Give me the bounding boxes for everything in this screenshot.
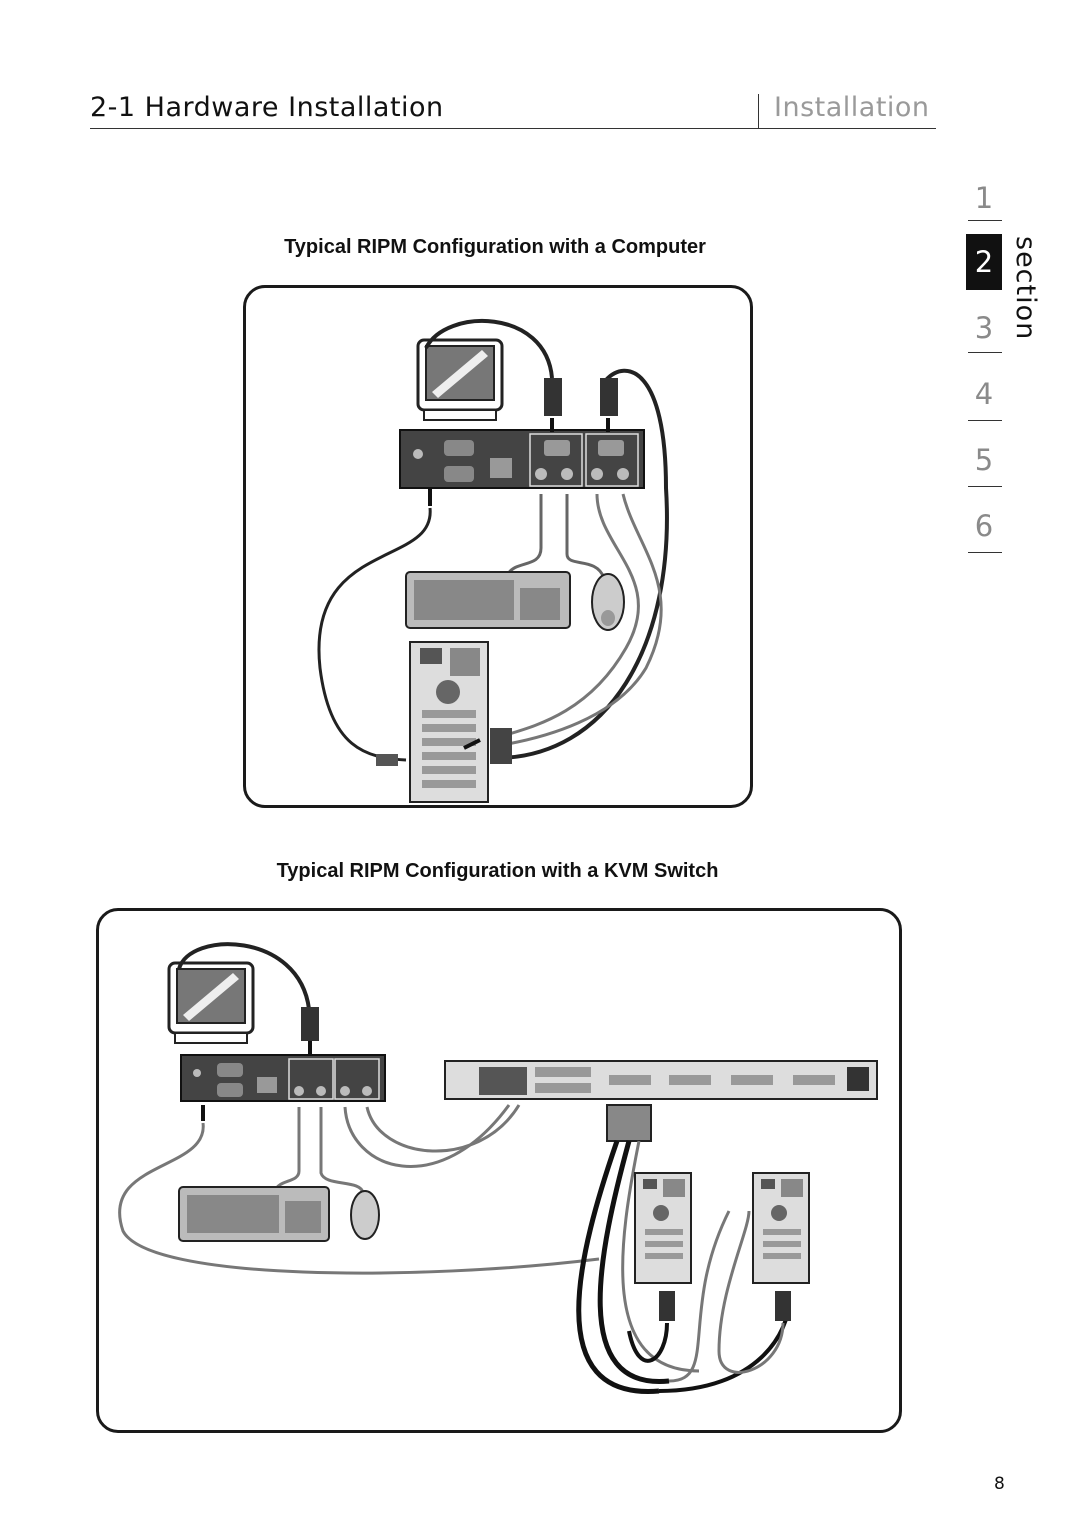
nav-divider <box>968 486 1002 487</box>
nav-divider <box>968 352 1002 353</box>
ripm-device-icon <box>399 429 645 489</box>
ripm-device-icon <box>180 1054 386 1102</box>
mouse-icon <box>591 573 625 631</box>
monitor-icon <box>167 961 255 1044</box>
figure-1-caption: Typical RIPM Configuration with a Comput… <box>284 236 706 258</box>
chapter-label: Installation <box>774 92 930 123</box>
figure-2-illustration <box>118 942 878 1394</box>
figure-1-diagram <box>243 285 753 808</box>
figure-2-caption: Typical RIPM Configuration with a KVM Sw… <box>276 860 719 882</box>
page-title: 2-1 Hardware Installation <box>90 92 444 123</box>
page-number: 8 <box>994 1474 1005 1494</box>
nav-divider <box>968 420 1002 421</box>
section-label: section <box>1010 236 1041 341</box>
kvm-switch-icon <box>444 1060 878 1100</box>
computer-tower-icon <box>752 1172 810 1284</box>
mouse-icon <box>350 1190 380 1240</box>
figure-1-illustration <box>317 319 669 803</box>
header-divider <box>758 94 759 128</box>
nav-divider <box>968 552 1002 553</box>
section-nav-item-6[interactable]: 6 <box>974 509 994 543</box>
section-nav-item-2[interactable]: 2 <box>966 234 1002 290</box>
computer-tower-icon <box>634 1172 692 1284</box>
nav-divider <box>968 220 1002 221</box>
figure-2-diagram <box>96 908 902 1433</box>
section-nav-item-4[interactable]: 4 <box>974 377 994 411</box>
section-nav-item-3[interactable]: 3 <box>974 311 994 345</box>
monitor-icon <box>416 338 504 421</box>
header-rule <box>90 128 936 129</box>
keyboard-icon <box>178 1186 330 1242</box>
computer-tower-icon <box>409 641 489 803</box>
keyboard-icon <box>405 571 571 629</box>
section-nav-item-1[interactable]: 1 <box>974 181 994 215</box>
section-nav-item-5[interactable]: 5 <box>974 443 994 477</box>
